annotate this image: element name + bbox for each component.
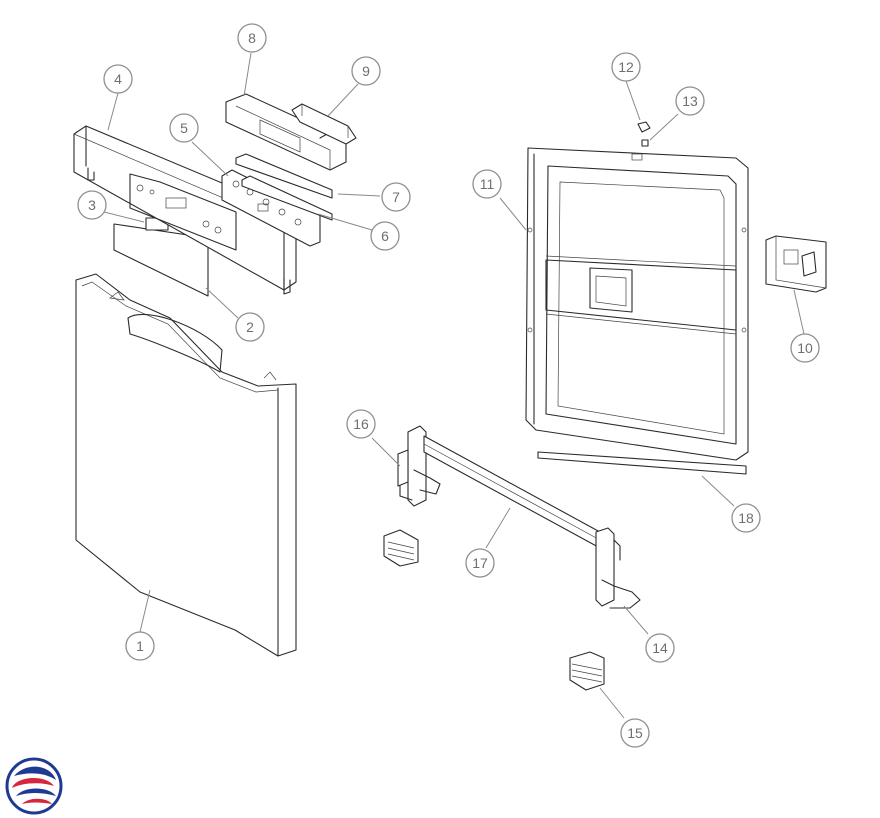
callout-label: 18: [738, 510, 754, 526]
callout-12: 12: [611, 52, 641, 82]
callout-label: 8: [248, 30, 256, 46]
part-clip-13: [641, 139, 649, 147]
callout-label: 5: [180, 120, 188, 136]
part-inner-door-liner: [525, 147, 749, 461]
callout-label: 7: [392, 189, 400, 205]
callout-label: 6: [381, 228, 389, 244]
callout-6: 6: [370, 221, 400, 251]
part-strip-6: [241, 175, 333, 221]
callout-label: 17: [472, 555, 488, 571]
callout-label: 1: [136, 638, 144, 654]
callout-11: 11: [472, 169, 502, 199]
part-lower-trim-strip: [113, 223, 209, 297]
callout-label: 16: [353, 416, 369, 432]
part-handle-insert: [291, 103, 357, 145]
callout-8: 8: [237, 23, 267, 53]
part-hinge-arm: [423, 435, 601, 549]
part-spring-block-left: [383, 529, 419, 567]
callout-label: 9: [362, 63, 370, 79]
callout-label: 4: [114, 71, 122, 87]
part-spring-block-15: [569, 651, 605, 691]
part-hinge-right: [595, 527, 641, 609]
callout-4: 4: [103, 64, 133, 94]
swirl-logo-icon: [5, 757, 63, 815]
callout-label: 12: [618, 59, 634, 75]
callout-18: 18: [731, 503, 761, 533]
callout-label: 3: [88, 197, 96, 213]
part-hinge-left: [397, 425, 441, 507]
callout-14: 14: [645, 633, 675, 663]
callout-7: 7: [381, 182, 411, 212]
part-control-board: [221, 169, 321, 247]
callout-label: 11: [480, 176, 495, 192]
callout-13: 13: [675, 86, 705, 116]
callout-17: 17: [465, 548, 495, 578]
callout-label: 13: [682, 93, 698, 109]
callout-10: 10: [790, 333, 820, 363]
callout-label: 15: [627, 725, 643, 741]
callout-15: 15: [620, 718, 650, 748]
callout-16: 16: [346, 409, 376, 439]
part-clip-12: [637, 121, 651, 133]
callout-label: 2: [246, 319, 254, 335]
callout-5: 5: [169, 113, 199, 143]
part-door-latch: [765, 235, 827, 293]
leader-lines: [103, 52, 805, 719]
callout-9: 9: [351, 56, 381, 86]
callout-3: 3: [77, 190, 107, 220]
part-gasket-strip: [537, 451, 747, 475]
callout-label: 10: [797, 340, 813, 356]
callout-2: 2: [235, 312, 265, 342]
callout-label: 14: [652, 640, 668, 656]
part-strip-7: [235, 153, 333, 199]
callout-1: 1: [125, 631, 155, 661]
